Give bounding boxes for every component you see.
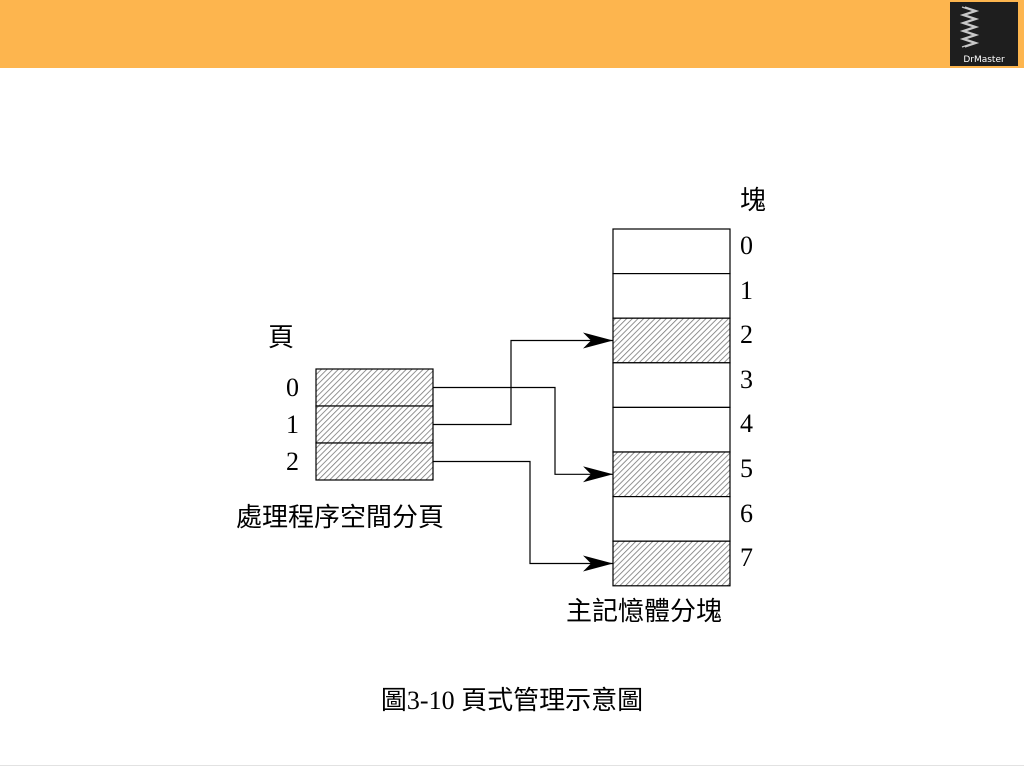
frame-cell-7 xyxy=(612,540,731,587)
page-number-0: 0 xyxy=(286,373,299,402)
page-cell-0 xyxy=(315,368,434,407)
page-number-2: 2 xyxy=(286,447,299,476)
drmaster-logo: DrMaster xyxy=(950,2,1018,66)
mapping-arrows xyxy=(433,332,613,572)
memory-label: 主記憶體分塊 xyxy=(566,597,723,626)
memory-frames xyxy=(612,228,731,587)
page-table-label: 處理程序空間分頁 xyxy=(236,503,445,532)
bottom-divider xyxy=(0,765,1024,766)
page-header: 頁 xyxy=(268,323,295,352)
page-number-1: 1 xyxy=(286,410,299,439)
frame-number-2: 2 xyxy=(740,320,753,350)
frame-number-4: 4 xyxy=(740,409,753,439)
arrow-page-1-to-frame-2 xyxy=(433,332,613,426)
frame-number-7: 7 xyxy=(740,543,753,573)
page-cell-1 xyxy=(315,405,434,444)
page-cell-2 xyxy=(315,442,434,481)
frame-cell-5 xyxy=(612,451,731,498)
frame-cell-3 xyxy=(612,362,731,408)
frame-number-3: 3 xyxy=(740,364,753,394)
frame-cell-6 xyxy=(612,496,731,542)
frame-cell-2 xyxy=(612,317,731,364)
frame-cell-1 xyxy=(612,273,731,319)
frame-cell-4 xyxy=(612,406,731,453)
logo-stripes-icon xyxy=(959,6,980,48)
frame-number-6: 6 xyxy=(740,498,753,528)
figure-caption: 圖3-10 頁式管理示意圖 xyxy=(380,686,644,715)
page-table xyxy=(315,368,434,481)
frame-number-0: 0 xyxy=(740,231,753,260)
frame-header: 塊 xyxy=(740,186,767,215)
frame-number-5: 5 xyxy=(740,454,753,483)
frame-number-1: 1 xyxy=(740,275,753,305)
logo-text: DrMaster xyxy=(963,55,1005,65)
arrow-page-2-to-frame-7 xyxy=(433,460,613,572)
arrow-page-0-to-frame-5 xyxy=(433,386,613,483)
top-banner xyxy=(0,0,1024,68)
frame-cell-0 xyxy=(612,228,731,275)
